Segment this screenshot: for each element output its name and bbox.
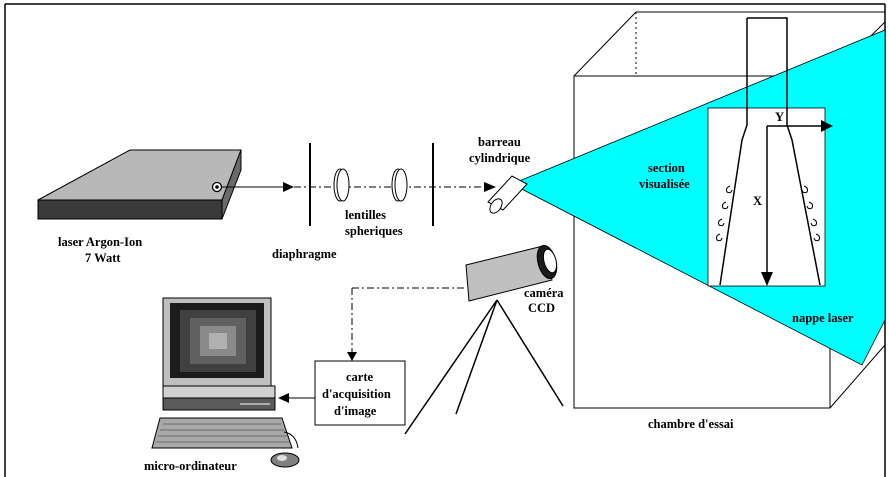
lenses-label-line2: spheriques bbox=[345, 224, 403, 238]
camera-label-line2: CCD bbox=[528, 301, 555, 315]
card-label-line3: d'image bbox=[334, 404, 377, 418]
axis-y bbox=[767, 120, 833, 132]
lenses-label-line1: lentilles bbox=[345, 208, 386, 222]
video-signal-line bbox=[347, 287, 466, 361]
camera-label-line1: caméra bbox=[524, 286, 564, 300]
laser-label-line2: 7 Watt bbox=[85, 251, 121, 265]
laser-sheet-label: nappe laser bbox=[792, 311, 854, 325]
chamber-label: chambre d'essai bbox=[648, 417, 734, 431]
card-label-line2: d'acquisition bbox=[322, 387, 391, 401]
axis-x-label: X bbox=[753, 194, 762, 208]
computer bbox=[151, 297, 300, 468]
section-label-line1: section bbox=[648, 161, 685, 175]
spherical-lens-2 bbox=[391, 168, 408, 202]
cylindrical-rod bbox=[487, 175, 528, 214]
laser-beam bbox=[222, 182, 496, 192]
axis-x bbox=[761, 126, 773, 286]
rod-label-line2: cylindrique bbox=[469, 151, 531, 165]
section-label-line2: visualisée bbox=[639, 177, 690, 191]
rod-label-line1: barreau bbox=[478, 135, 521, 149]
tripod bbox=[404, 299, 564, 435]
card-to-computer-arrow bbox=[278, 393, 315, 403]
diaphragm-label: diaphragme bbox=[272, 247, 337, 261]
jet-eddies bbox=[715, 185, 821, 242]
ccd-camera bbox=[465, 244, 558, 302]
spherical-lens-1 bbox=[333, 168, 350, 202]
axis-y-label: Y bbox=[775, 110, 784, 124]
laser-source bbox=[37, 149, 242, 220]
laser-label-line1: laser Argon-Ion bbox=[58, 235, 142, 249]
nozzle bbox=[719, 17, 821, 286]
computer-label: micro-ordinateur bbox=[144, 459, 237, 473]
acquisition-card bbox=[314, 360, 406, 426]
card-label-line1: carte bbox=[346, 370, 374, 384]
